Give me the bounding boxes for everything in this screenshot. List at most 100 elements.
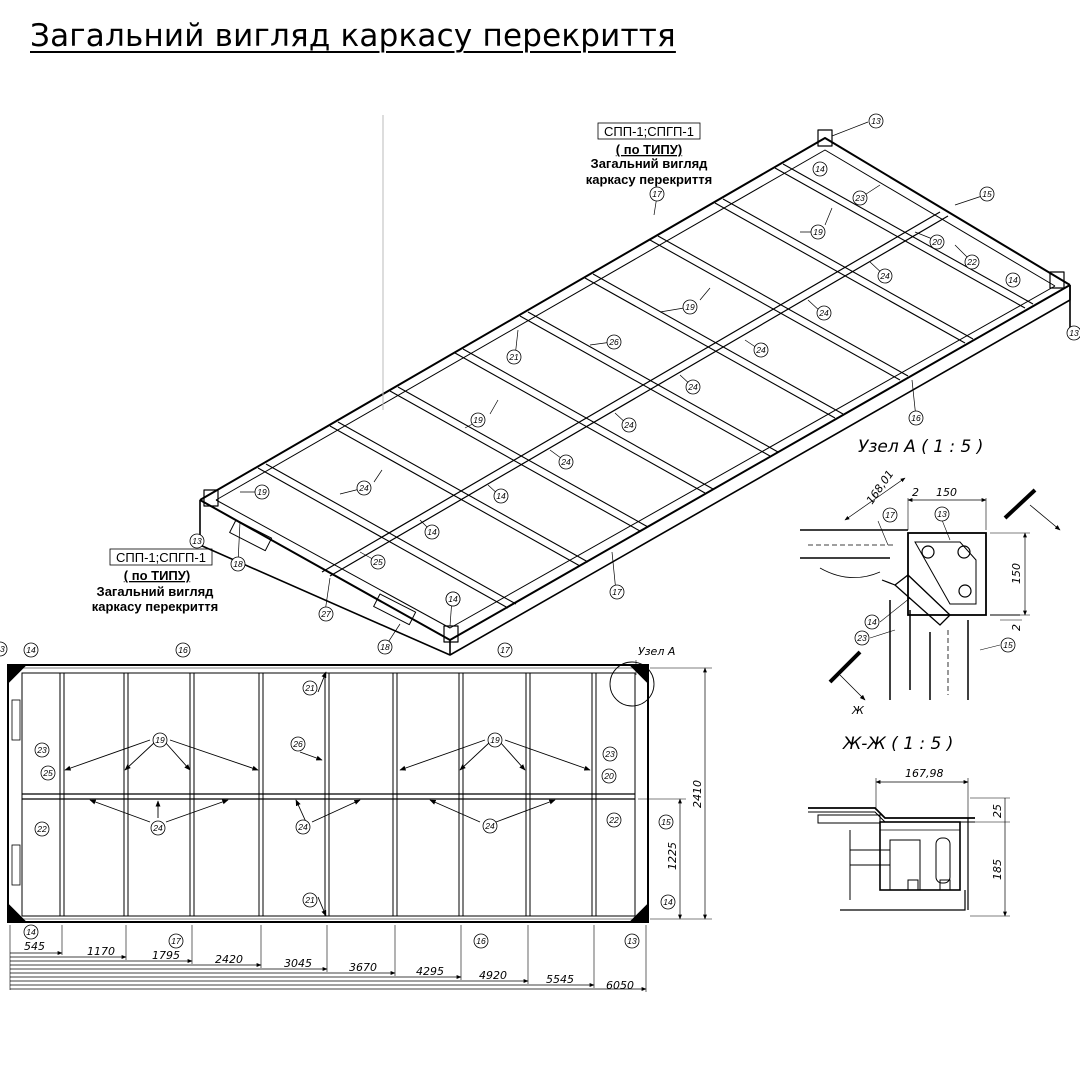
item-bubble-label: 24 xyxy=(879,271,890,281)
node-a-dim-width: 150 xyxy=(936,486,957,499)
section-title: Ж-Ж ( 1 : 5 ) xyxy=(842,734,953,754)
item-bubble-circle xyxy=(482,818,498,834)
item-bubble-circle xyxy=(658,814,674,830)
item-bubble-label: 14 xyxy=(448,594,458,604)
item-bubble-circle xyxy=(356,480,372,496)
plan-dim-x: 4920 xyxy=(479,969,507,982)
isometric-frame-view xyxy=(199,115,1071,656)
plan-dim-x: 5545 xyxy=(546,973,574,986)
item-bubble-circle xyxy=(601,768,617,784)
plan-dims: Узел А 2410 1225 545 1170 1795 2420 3045… xyxy=(24,645,704,992)
plan-dim-half-height: 1225 xyxy=(666,842,679,870)
item-bubble-circle xyxy=(230,556,246,572)
item-bubble-circle xyxy=(0,641,8,657)
item-bubble-circle xyxy=(979,186,995,202)
section-dim-top: 25 xyxy=(991,804,1004,818)
item-bubble-label: 20 xyxy=(603,771,614,781)
item-bubble-circle xyxy=(370,554,386,570)
plan-dim-total-height: 2410 xyxy=(691,780,704,808)
item-bubble-label: 13 xyxy=(871,116,881,126)
item-bubble-circle xyxy=(34,742,50,758)
iso-leaders xyxy=(237,121,986,648)
item-bubble-label: 14 xyxy=(427,527,437,537)
item-bubble-label: 23 xyxy=(856,633,867,643)
plan-view xyxy=(7,660,712,992)
item-bubble-label: 15 xyxy=(1003,640,1013,650)
item-bubble-circle xyxy=(189,533,205,549)
item-bubble-circle xyxy=(487,732,503,748)
item-bubble-circle xyxy=(1000,637,1016,653)
item-bubble-circle xyxy=(254,484,270,500)
callout-left-code: СПП-1;СПГП-1 xyxy=(116,550,206,565)
item-bubble-label: 20 xyxy=(931,237,942,247)
item-bubble-label: 15 xyxy=(661,817,671,827)
item-bubble-label: 14 xyxy=(663,897,673,907)
node-a-dims: 168,01 2 150 150 2 Ж xyxy=(851,468,1023,717)
item-bubble-circle xyxy=(302,892,318,908)
item-bubble-circle xyxy=(302,680,318,696)
item-bubble-circle xyxy=(877,268,893,284)
item-bubble-label: 21 xyxy=(508,352,519,362)
plan-dim-x: 3045 xyxy=(284,957,312,970)
callout-left: СПП-1;СПГП-1 ( по ТИПУ) Загальний вигляд… xyxy=(92,548,218,614)
item-bubbles: 13 14 15 23 19 20 22 24 14 13 17 19 26 21 24 24 24 16 19 24… xyxy=(0,113,1080,949)
item-bubble-label: 24 xyxy=(687,382,698,392)
item-bubble-label: 17 xyxy=(612,587,622,597)
item-bubble-label: 16 xyxy=(911,413,921,423)
item-bubble-circle xyxy=(497,642,513,658)
item-bubble-circle xyxy=(295,819,311,835)
item-bubble-label: 19 xyxy=(813,227,823,237)
item-bubble-circle xyxy=(493,488,509,504)
item-bubble-label: 14 xyxy=(496,491,506,501)
item-bubble-circle xyxy=(290,736,306,752)
item-bubble-label: 13 xyxy=(937,509,947,519)
item-bubble-label: 19 xyxy=(473,415,483,425)
item-bubble-label: 23 xyxy=(36,745,47,755)
callout-top-type: ( по ТИПУ) xyxy=(616,142,682,157)
node-a-dim-gap: 2 xyxy=(912,486,919,499)
item-bubble-label: 17 xyxy=(500,645,510,655)
plan-dim-x: 6050 xyxy=(606,979,634,992)
item-bubble-label: 26 xyxy=(292,739,303,749)
node-a-detail xyxy=(800,477,1061,701)
callout-left-type: ( по ТИПУ) xyxy=(124,568,190,583)
item-bubble-label: 21 xyxy=(304,683,315,693)
item-bubble-circle xyxy=(624,933,640,949)
item-bubble-label: 24 xyxy=(358,483,369,493)
item-bubble-label: 22 xyxy=(36,824,47,834)
item-bubble-circle xyxy=(175,642,191,658)
item-bubble-label: 13 xyxy=(627,936,637,946)
item-bubble-label: 17 xyxy=(171,936,181,946)
item-bubble-circle xyxy=(34,821,50,837)
item-bubble-label: 24 xyxy=(755,345,766,355)
plan-dim-x: 1795 xyxy=(152,949,180,962)
item-bubble-label: 25 xyxy=(372,557,383,567)
node-a-dim-height: 150 xyxy=(1010,563,1023,584)
item-bubble-label: 24 xyxy=(818,308,829,318)
item-bubble-label: 23 xyxy=(854,193,865,203)
item-bubble-circle xyxy=(470,412,486,428)
item-bubble-circle xyxy=(318,606,334,622)
item-bubble-label: 16 xyxy=(178,645,188,655)
item-bubble-circle xyxy=(882,507,898,523)
plan-dim-x: 545 xyxy=(24,940,45,953)
item-bubble-label: 25 xyxy=(42,768,53,778)
item-bubble-label: 14 xyxy=(815,164,825,174)
item-bubble-circle xyxy=(812,161,828,177)
node-a-cut-mark: Ж xyxy=(851,704,865,717)
item-bubble-circle xyxy=(854,630,870,646)
item-bubble-label: 19 xyxy=(490,735,500,745)
item-bubble-circle xyxy=(649,186,665,202)
item-bubble-circle xyxy=(40,765,56,781)
page-title: Загальний вигляд каркасу перекриття xyxy=(30,18,676,54)
item-bubble-circle xyxy=(152,732,168,748)
item-bubble-circle xyxy=(377,639,393,655)
item-bubble-circle xyxy=(682,299,698,315)
item-bubble-circle xyxy=(1005,272,1021,288)
item-bubble-label: 18 xyxy=(380,642,390,652)
item-bubble-circle xyxy=(810,224,826,240)
item-bubble-circle xyxy=(609,584,625,600)
section-detail xyxy=(808,778,1010,917)
item-bubble-circle xyxy=(908,410,924,426)
